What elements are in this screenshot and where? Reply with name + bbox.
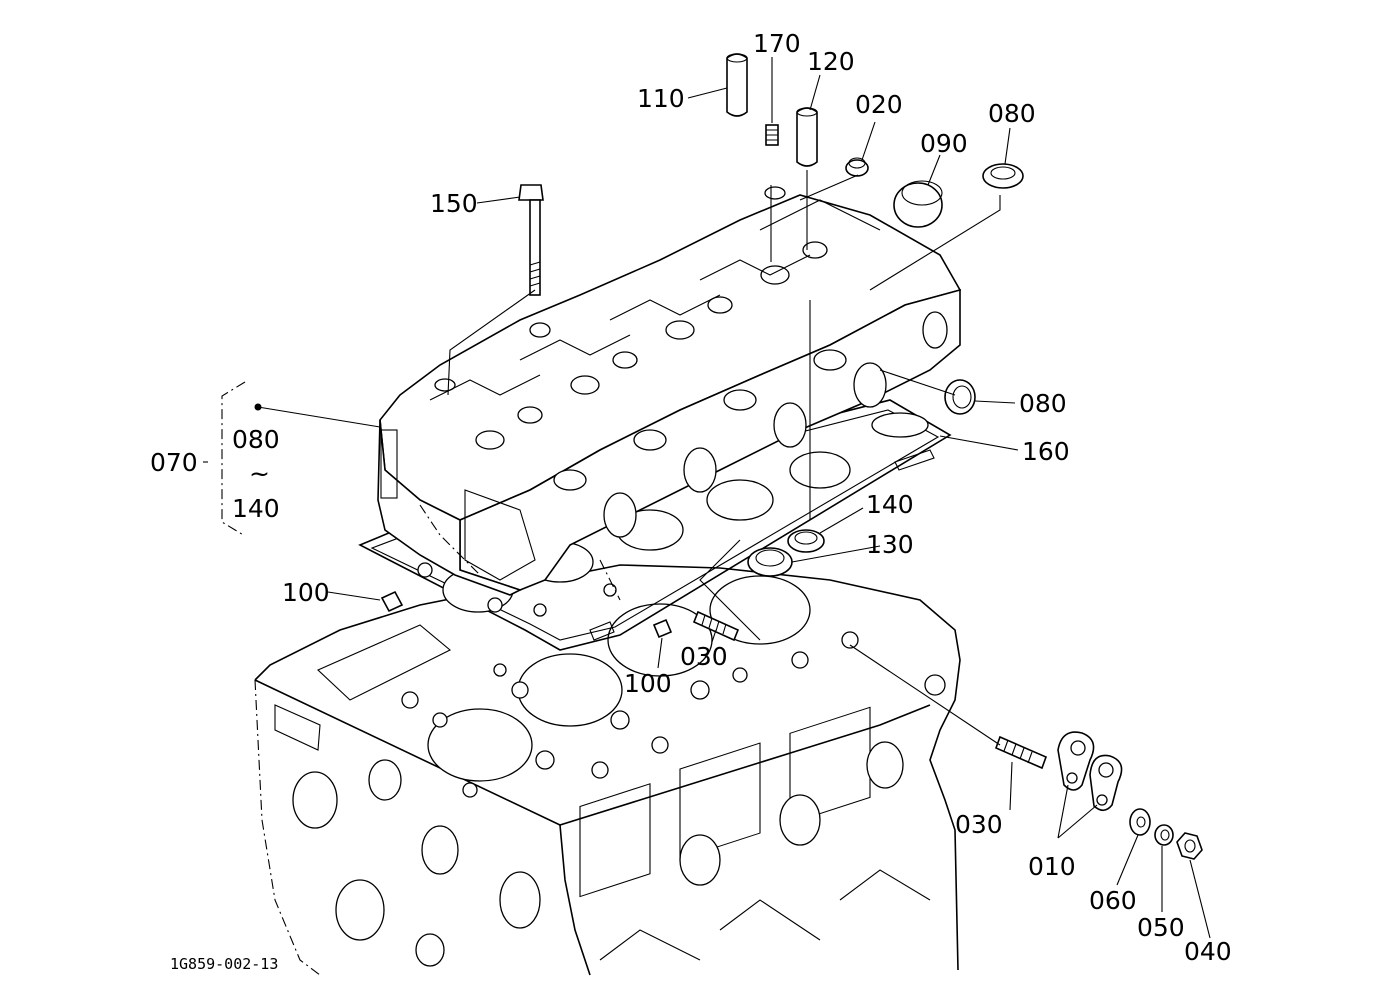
label-150: 150 <box>430 189 478 218</box>
spring-washer-050 <box>1154 824 1174 846</box>
label-050: 050 <box>1137 913 1185 942</box>
nut-040 <box>1176 832 1203 860</box>
label-100-mid: 100 <box>624 669 672 698</box>
group-bracket <box>203 381 262 537</box>
stud-030-right <box>994 735 1048 770</box>
label-range-start: 080 <box>232 425 280 454</box>
label-100-left: 100 <box>282 578 330 607</box>
label-080-top: 080 <box>988 99 1036 128</box>
dowel-100-mid <box>652 618 673 639</box>
seal-080-right <box>944 379 976 415</box>
label-060: 060 <box>1089 886 1137 915</box>
label-range-end: 140 <box>232 494 280 523</box>
stud-030-mid <box>692 610 740 642</box>
label-080-right: 080 <box>1019 389 1067 418</box>
label-010: 010 <box>1028 852 1076 881</box>
washer-060 <box>1129 808 1151 836</box>
drawing-number: 1G859-002-13 <box>170 955 278 973</box>
head-bolt-150 <box>518 184 544 296</box>
seal-080-top <box>982 163 1024 189</box>
cylinder-block <box>254 564 961 976</box>
label-170: 170 <box>753 29 801 58</box>
seal-130 <box>747 547 793 577</box>
cap-090 <box>893 180 943 228</box>
label-160: 160 <box>1022 437 1070 466</box>
bracket-dot <box>254 403 262 411</box>
label-040: 040 <box>1184 937 1232 966</box>
label-030-right: 030 <box>955 810 1003 839</box>
seal-140 <box>787 529 825 553</box>
cylinder-head <box>377 186 962 596</box>
plug-020 <box>845 157 869 177</box>
label-range-symbol: ~ <box>249 459 270 488</box>
label-090: 090 <box>920 129 968 158</box>
label-130: 130 <box>866 530 914 559</box>
label-030-mid: 030 <box>680 642 728 671</box>
label-120: 120 <box>807 47 855 76</box>
valve-guide-110 <box>726 53 748 117</box>
engine-hanger-010 <box>1057 731 1123 812</box>
valve-guide-120 <box>796 107 818 167</box>
label-070: 070 <box>150 448 198 477</box>
dowel-100-left <box>380 590 404 613</box>
label-140: 140 <box>866 490 914 519</box>
label-020: 020 <box>855 90 903 119</box>
plug-170 <box>765 124 779 146</box>
label-110: 110 <box>637 84 685 113</box>
leader-lines <box>257 57 1211 939</box>
